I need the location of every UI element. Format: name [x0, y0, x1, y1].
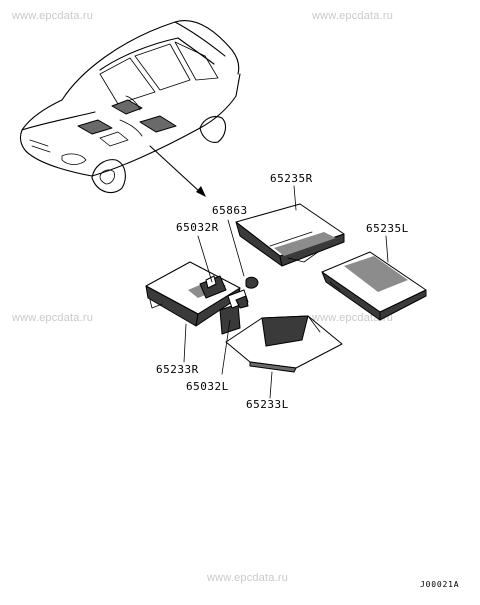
callout-65235L: 65235L — [366, 222, 409, 235]
watermark: www.epcdata.ru — [312, 10, 394, 22]
part-65032R-shape — [199, 275, 227, 299]
part-65233L-shape — [225, 315, 343, 373]
watermark: www.epcdata.ru — [12, 312, 94, 324]
part-65032L-shape — [219, 289, 249, 335]
part-65863-shape — [245, 276, 259, 289]
part-65235R-shape — [235, 203, 345, 267]
callout-65032R: 65032R — [176, 221, 219, 234]
part-65235L-shape — [321, 251, 427, 321]
watermark: www.epcdata.ru — [12, 10, 94, 22]
drawing-code: J00021A — [420, 580, 460, 589]
leader-lines — [183, 185, 389, 399]
callout-65235R: 65235R — [270, 172, 313, 185]
watermark: www.epcdata.ru — [207, 572, 289, 584]
callout-65233R: 65233R — [156, 363, 199, 376]
callout-65032L: 65032L — [186, 380, 229, 393]
location-arrow — [149, 145, 206, 197]
vehicle-outline — [19, 20, 241, 194]
callout-65233L: 65233L — [246, 398, 289, 411]
callout-65863: 65863 — [212, 204, 248, 217]
